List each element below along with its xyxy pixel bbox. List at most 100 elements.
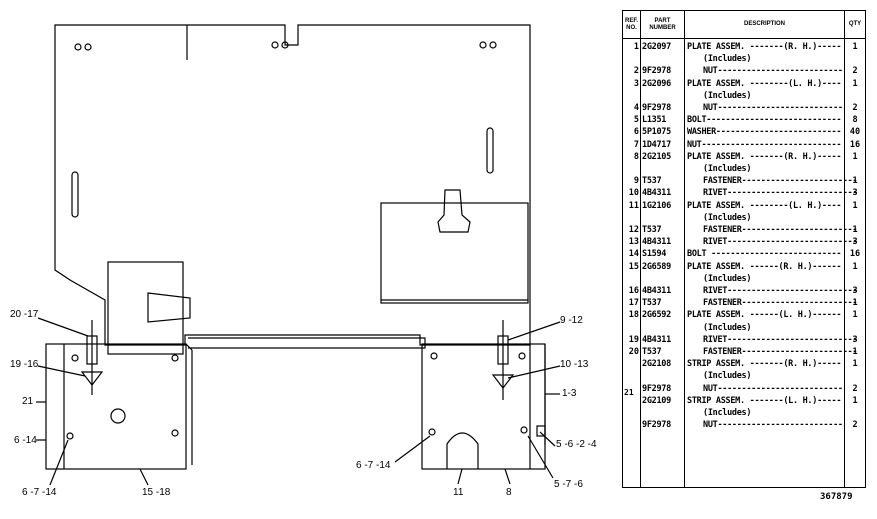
description-cell: BOLT -------------------------------: [687, 249, 842, 260]
group-ref-label: 21: [624, 388, 634, 397]
qty-cell: 3: [852, 286, 858, 296]
table-row: (Includes): [623, 370, 865, 382]
callout-8: 8: [506, 487, 512, 498]
part-number-cell: L1351: [642, 115, 667, 126]
ref-cell: 8: [633, 151, 639, 162]
qty-cell: 2: [852, 103, 858, 113]
qty-cell: 1: [852, 359, 858, 370]
ref-cell: 15: [628, 261, 639, 272]
qty-cell: 1: [852, 347, 858, 357]
description-cell: (Includes): [703, 90, 752, 101]
ref-cell: 10: [628, 188, 639, 199]
description-cell: FASTENER-------------------------: [703, 347, 858, 357]
qty-cell: 1: [852, 261, 858, 272]
callout-20-17: 20 -17: [10, 309, 39, 320]
callout-19-16: 19 -16: [10, 359, 39, 370]
qty-cell: 1: [852, 310, 858, 321]
part-number-cell: 1G2106: [642, 200, 671, 211]
table-row: 9F2978 NUT-------------------------- 2: [623, 383, 865, 395]
header-part-number: PART NUMBER: [641, 11, 685, 39]
qty-cell: 1: [852, 176, 858, 187]
ref-cell: 14: [628, 249, 639, 260]
part-number-cell: 2G2108: [642, 359, 671, 370]
description-cell: NUT--------------------------: [703, 66, 843, 77]
callout-6-14: 6 -14: [14, 435, 37, 446]
part-number-cell: 2G2096: [642, 78, 671, 89]
callout-5-6-2-4: 5 -6 -2 -4: [556, 439, 597, 450]
callout-1-3: 1-3: [562, 388, 577, 399]
description-cell: PLATE ASSEM. --------(L. H.)------: [687, 78, 842, 89]
qty-cell: 2: [852, 383, 858, 394]
ref-cell: 13: [628, 237, 639, 248]
description-cell: RIVET-----------------------------: [703, 237, 858, 248]
table-row: (Includes): [623, 212, 865, 224]
description-cell: NUT--------------------------: [703, 383, 843, 394]
ref-cell: 2: [633, 66, 639, 77]
qty-cell: 1: [852, 42, 858, 52]
callout-6-7-14-left: 6 -7 -14: [22, 487, 57, 498]
part-number-cell: S1594: [642, 249, 667, 260]
qty-cell: 1: [852, 78, 858, 89]
part-number-cell: 9F2978: [642, 383, 671, 394]
description-cell: PLATE ASSEM. --------(L. H.)------: [687, 200, 842, 211]
ref-cell: 12: [628, 225, 639, 235]
qty-cell: 1: [852, 200, 858, 211]
qty-cell: 2: [852, 420, 858, 431]
header-description: DESCRIPTION: [685, 11, 845, 39]
description-cell: PLATE ASSEM. ------(L. H.)-------: [687, 310, 842, 321]
qty-cell: 1: [852, 225, 858, 235]
header-qty: QTY: [845, 11, 865, 39]
description-cell: (Includes): [703, 322, 752, 333]
qty-cell: 3: [852, 334, 858, 345]
part-number-cell: 4B4311: [642, 237, 671, 248]
callout-11: 11: [453, 487, 464, 498]
description-cell: RIVET-----------------------------: [703, 286, 858, 296]
qty-cell: 3: [852, 188, 858, 199]
description-cell: STRIP ASSEM. -------(L. H.)------: [687, 395, 842, 406]
ref-cell: 9: [633, 176, 639, 187]
description-cell: (Includes): [703, 212, 752, 223]
part-number-cell: 9F2978: [642, 103, 671, 113]
ref-cell: 17: [628, 298, 639, 309]
part-number-cell: T537: [642, 298, 662, 309]
part-number-cell: 4B4311: [642, 286, 671, 296]
right-inner-panel: [380, 202, 529, 304]
document-number: 367879: [820, 492, 853, 502]
header-ref-no: REF. NO.: [623, 11, 641, 39]
part-number-cell: T537: [642, 176, 662, 187]
description-cell: PLATE ASSEM. -------(R. H.)-------: [687, 151, 842, 162]
description-cell: (Includes): [703, 371, 752, 382]
right-lower-plate: [421, 343, 546, 470]
description-cell: (Includes): [703, 408, 752, 418]
callout-6-7-14-right: 6 -7 -14: [356, 460, 391, 471]
description-cell: FASTENER------------------------: [703, 298, 858, 309]
part-number-cell: 1D4717: [642, 139, 671, 150]
description-cell: (Includes): [703, 54, 752, 65]
description-cell: WASHER---------------------------: [687, 127, 842, 138]
callout-9-12: 9 -12: [560, 315, 583, 326]
description-cell: RIVET-----------------------------: [703, 334, 858, 345]
qty-cell: 1: [852, 395, 858, 406]
qty-cell: 3: [852, 237, 858, 248]
part-number-cell: 4B4311: [642, 188, 671, 199]
description-cell: NUT--------------------------: [703, 420, 843, 431]
ref-cell: 4: [633, 103, 639, 113]
qty-cell: 40: [849, 127, 861, 138]
